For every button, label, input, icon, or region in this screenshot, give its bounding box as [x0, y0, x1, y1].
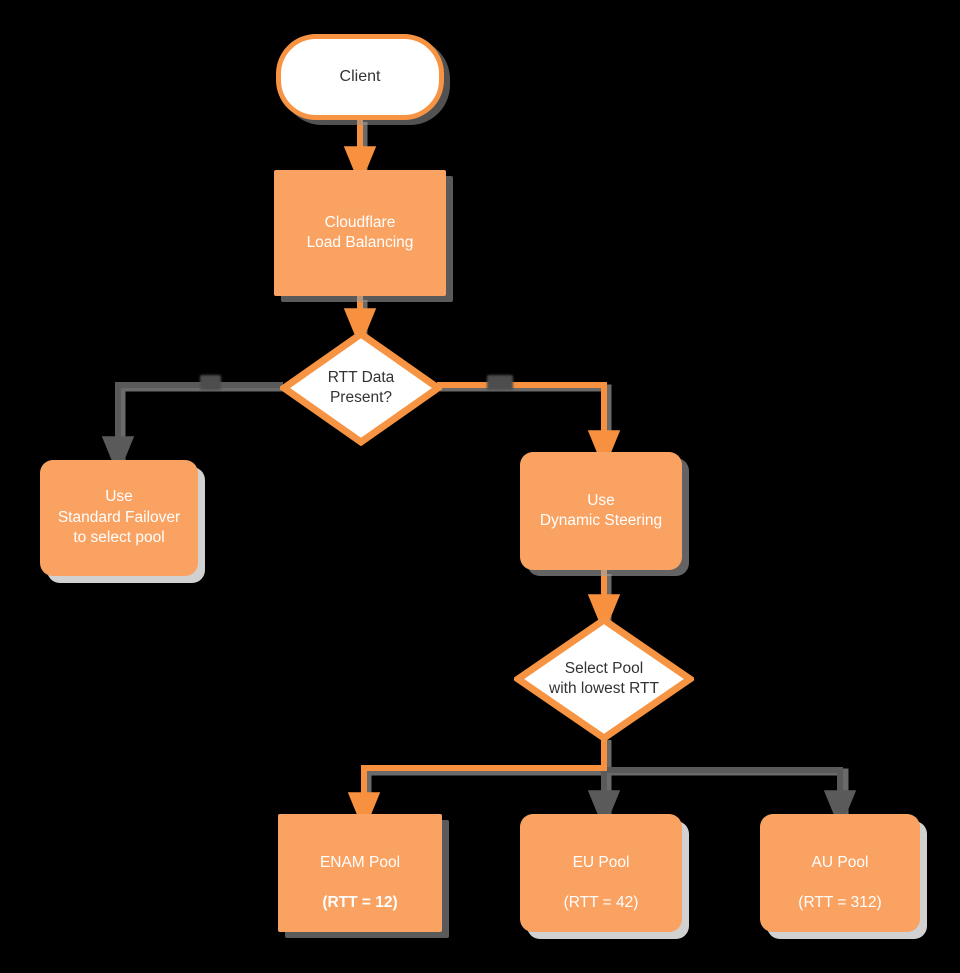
edge-label-yes: Yes: [487, 375, 513, 391]
node-eu-pool-rtt: (RTT = 42): [563, 894, 639, 912]
node-dynamic-steering[interactable]: Use Dynamic Steering: [520, 452, 682, 570]
node-cloudflare-load-balancing[interactable]: Cloudflare Load Balancing: [274, 170, 446, 296]
node-au-pool[interactable]: AU Pool (RTT = 312): [760, 814, 920, 932]
node-eu-pool-text: EU Pool (RTT = 42): [558, 832, 645, 914]
node-enam-pool[interactable]: ENAM Pool (RTT = 12): [278, 814, 442, 932]
diamond-shape-rtt: [280, 330, 442, 446]
node-standard-failover[interactable]: Use Standard Failover to select pool: [40, 460, 198, 576]
node-rtt-data-present[interactable]: RTT Data Present?: [280, 330, 442, 446]
edge-rtt-to-dynamic-steering: [437, 382, 621, 470]
node-client[interactable]: Client: [276, 34, 444, 120]
node-select-pool[interactable]: Select Pool with lowest RTT: [514, 616, 694, 742]
node-select-pool-label: Select Pool with lowest RTT: [549, 659, 659, 697]
node-cloudflare-load-balancing-label: Cloudflare Load Balancing: [306, 213, 414, 251]
node-enam-pool-text: ENAM Pool (RTT = 12): [314, 832, 406, 914]
node-au-pool-rtt: (RTT = 312): [798, 894, 882, 912]
edge-select-pool-to-enam: [347, 740, 607, 832]
node-eu-pool[interactable]: EU Pool (RTT = 42): [520, 814, 682, 932]
node-au-pool-name: AU Pool: [811, 853, 869, 871]
node-dynamic-steering-label: Use Dynamic Steering: [539, 491, 663, 529]
edge-rtt-to-standard-failover: [101, 382, 283, 476]
node-enam-pool-name: ENAM Pool: [319, 853, 401, 871]
node-au-pool-text: AU Pool (RTT = 312): [792, 832, 887, 914]
node-eu-pool-name: EU Pool: [572, 853, 630, 871]
diamond-shape-select-pool: [514, 616, 694, 742]
edge-label-no: No: [200, 375, 222, 391]
node-enam-pool-rtt: (RTT = 12): [322, 894, 398, 912]
node-rtt-data-present-label: RTT Data Present?: [327, 368, 395, 406]
node-client-label: Client: [339, 68, 381, 86]
edge-select-pool-to-au: [604, 767, 857, 830]
node-standard-failover-label: Use Standard Failover to select pool: [57, 488, 181, 547]
